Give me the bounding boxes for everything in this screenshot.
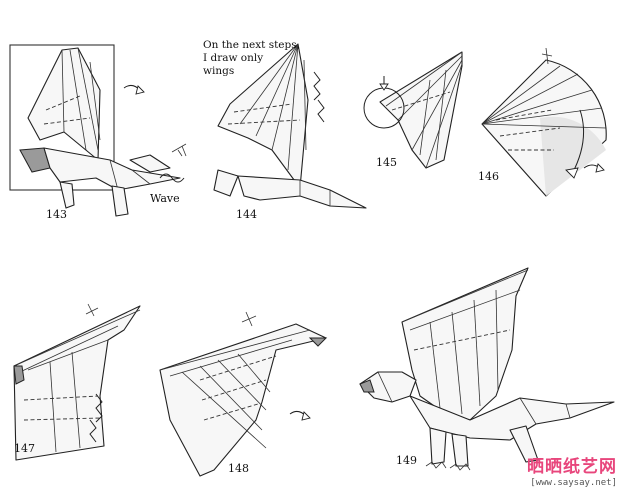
step-147-number: 147 <box>14 442 35 455</box>
step-148-wing <box>159 323 327 477</box>
step-149-number: 149 <box>396 454 417 467</box>
step-147-figure <box>13 303 141 461</box>
step-143-figure <box>9 44 187 217</box>
step-148-shaded-tip <box>308 337 328 347</box>
step-145-figure <box>363 51 463 169</box>
step-149-beak <box>359 379 375 393</box>
step-146-figure <box>481 47 607 197</box>
step-144-figure <box>213 43 367 209</box>
step-149-front-leg-2 <box>451 433 469 467</box>
watermark: 晒晒纸艺网 [www.saysay.net] <box>505 452 617 488</box>
step-144-zigzag-arrow <box>313 71 321 101</box>
step-144-zigzag-arrow-2 <box>317 99 325 123</box>
note-line-1: On the next steps, <box>203 39 300 51</box>
step-143-wing <box>27 47 101 161</box>
step-147-zigzag-arrow <box>95 393 103 423</box>
watermark-url: [www.saysay.net] <box>530 478 617 488</box>
step-148-number: 148 <box>228 462 249 475</box>
step-143-number: 143 <box>46 208 67 221</box>
step-149-hind-leg <box>509 425 539 463</box>
step-147-zigzag-arrow-2 <box>89 419 97 443</box>
step-144-wing <box>217 43 309 189</box>
step-147-shaded-tip <box>13 365 25 385</box>
step-147-wing <box>13 305 141 461</box>
step-149-wing <box>401 267 529 421</box>
step-145-wing <box>379 51 463 169</box>
step-143-hind-leg <box>111 185 129 217</box>
step-144-head <box>213 169 239 197</box>
step-149-head <box>359 371 417 403</box>
step-143-wave-arrow <box>159 173 185 183</box>
step-149-figure <box>359 267 615 471</box>
step-143-front-leg <box>59 181 75 209</box>
step-146-curve-arrow <box>571 109 585 175</box>
step-149-talons <box>425 461 447 469</box>
step-144-number: 144 <box>236 208 257 221</box>
note-line-3: wings <box>203 65 234 77</box>
step-144-body <box>237 175 367 209</box>
step-146-number: 146 <box>478 170 499 183</box>
step-143-tail <box>129 154 171 173</box>
step-145-number: 145 <box>376 156 397 169</box>
step-149-talons-2 <box>449 463 471 471</box>
step-148-figure <box>159 311 328 477</box>
watermark-brand: 晒晒纸艺网 <box>527 457 617 477</box>
wave-label: Wave <box>150 192 180 205</box>
step-149-front-leg <box>429 427 447 465</box>
note-line-2: I draw only <box>203 52 263 64</box>
